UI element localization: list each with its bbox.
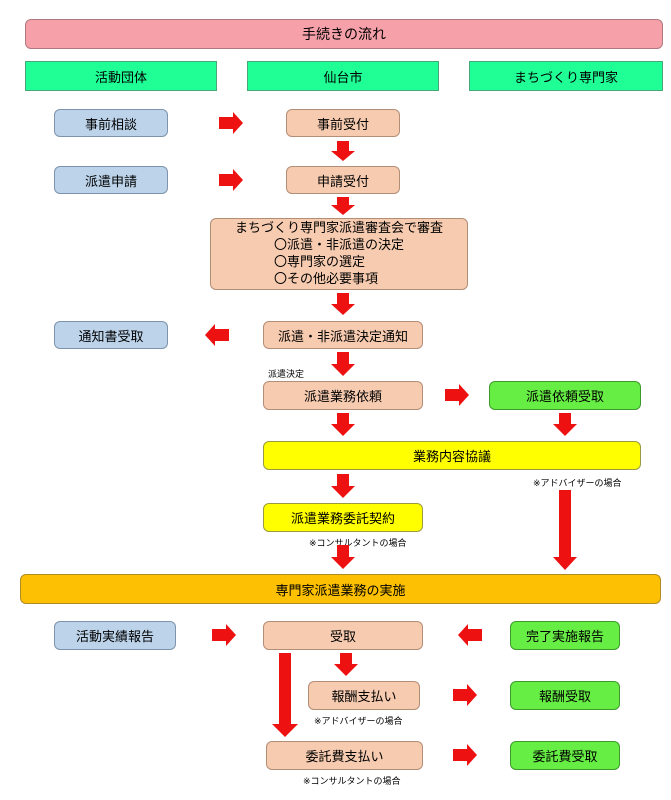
arrow-down-icon	[331, 545, 355, 569]
note-advisor-case-2: ※アドバイザーの場合	[314, 717, 403, 727]
step-work-consultation: 業務内容協議	[263, 441, 641, 470]
step-expert-dispatch-execution: 専門家派遣業務の実施	[20, 574, 661, 604]
column-header-label: まちづくり専門家	[513, 70, 618, 86]
step-label: 通知書受取	[78, 329, 144, 345]
column-header-label: 活動団体	[94, 70, 147, 86]
step-reward-payment: 報酬支払い	[308, 681, 420, 710]
note-consultant-case: ※コンサルタントの場合	[309, 539, 407, 549]
title-text: 手続きの流れ	[302, 27, 386, 43]
title-bar: 手続きの流れ	[25, 19, 663, 49]
arrow-right-icon	[445, 384, 469, 406]
step-prior-consultation: 事前相談	[54, 109, 168, 137]
step-label: 派遣申請	[84, 174, 137, 190]
arrow-right-icon	[453, 684, 477, 706]
arrow-down-icon	[331, 413, 355, 436]
step-label: 申請受付	[316, 174, 369, 190]
column-header-sendai-city: 仙台市	[247, 61, 439, 91]
step-label: 報酬支払い	[331, 690, 397, 705]
review-heading: まちづくり専門家派遣審査会で審査	[234, 221, 443, 236]
review-item: 〇派遣・非派遣の決定	[273, 238, 404, 253]
arrow-right-icon	[219, 169, 243, 191]
step-notice-receipt: 通知書受取	[54, 321, 168, 349]
arrow-down-icon	[331, 293, 355, 315]
arrow-left-icon	[205, 324, 229, 346]
step-prior-acceptance: 事前受付	[286, 109, 400, 137]
arrow-down-icon	[331, 352, 355, 376]
step-label: 委託費支払い	[305, 750, 384, 765]
arrow-right-icon	[219, 112, 243, 134]
column-header-label: 仙台市	[323, 70, 363, 86]
arrow-right-icon	[212, 624, 236, 646]
step-dispatch-request: 派遣業務依頼	[263, 381, 423, 410]
step-application-acceptance: 申請受付	[286, 166, 400, 194]
arrow-down-icon	[334, 653, 358, 676]
step-fee-receipt: 委託費受取	[510, 741, 620, 770]
column-header-expert: まちづくり専門家	[469, 61, 663, 91]
step-activity-report: 活動実績報告	[54, 621, 176, 650]
step-label: 派遣業務委託契約	[290, 512, 395, 527]
step-label: 事前受付	[316, 117, 369, 133]
column-header-activity-group: 活動団体	[25, 61, 217, 91]
step-label: 委託費受取	[532, 750, 598, 765]
arrow-down-icon	[272, 653, 298, 737]
step-label: 活動実績報告	[75, 630, 154, 645]
step-label: 派遣・非派遣決定通知	[277, 329, 408, 345]
step-receipt: 受取	[263, 621, 423, 650]
arrow-down-icon	[553, 490, 577, 570]
step-decision-notice: 派遣・非派遣決定通知	[263, 321, 423, 349]
arrow-right-icon	[453, 744, 477, 766]
note-consultant-case-2: ※コンサルタントの場合	[303, 777, 401, 787]
arrow-down-icon	[331, 474, 355, 498]
step-dispatch-application: 派遣申請	[54, 166, 168, 194]
note-advisor-case: ※アドバイザーの場合	[533, 479, 622, 489]
arrow-left-icon	[458, 624, 482, 646]
step-label: 報酬受取	[538, 690, 591, 705]
arrow-down-icon	[331, 197, 355, 215]
review-item: 〇その他必要事項	[273, 272, 378, 287]
step-label: 受取	[329, 630, 356, 645]
dispatch-decided-label: 派遣決定	[268, 370, 305, 380]
step-label: 業務内容協議	[412, 450, 491, 465]
arrow-down-icon	[331, 141, 355, 161]
step-label: 完了実施報告	[525, 630, 604, 645]
step-reward-receipt: 報酬受取	[510, 681, 620, 710]
step-request-receipt: 派遣依頼受取	[489, 381, 641, 410]
step-label: 事前相談	[84, 117, 137, 133]
review-item: 〇専門家の選定	[273, 255, 365, 270]
step-review-committee: まちづくり専門家派遣審査会で審査 〇派遣・非派遣の決定 〇専門家の選定 〇その他…	[210, 218, 468, 290]
step-label: 派遣依頼受取	[525, 390, 604, 405]
step-label: 派遣業務依頼	[303, 390, 382, 405]
step-outsourcing-contract: 派遣業務委託契約	[263, 503, 423, 532]
step-label: 専門家派遣業務の実施	[275, 583, 406, 599]
step-completion-report: 完了実施報告	[510, 621, 620, 650]
step-fee-payment: 委託費支払い	[266, 741, 423, 770]
arrow-down-icon	[553, 413, 577, 436]
